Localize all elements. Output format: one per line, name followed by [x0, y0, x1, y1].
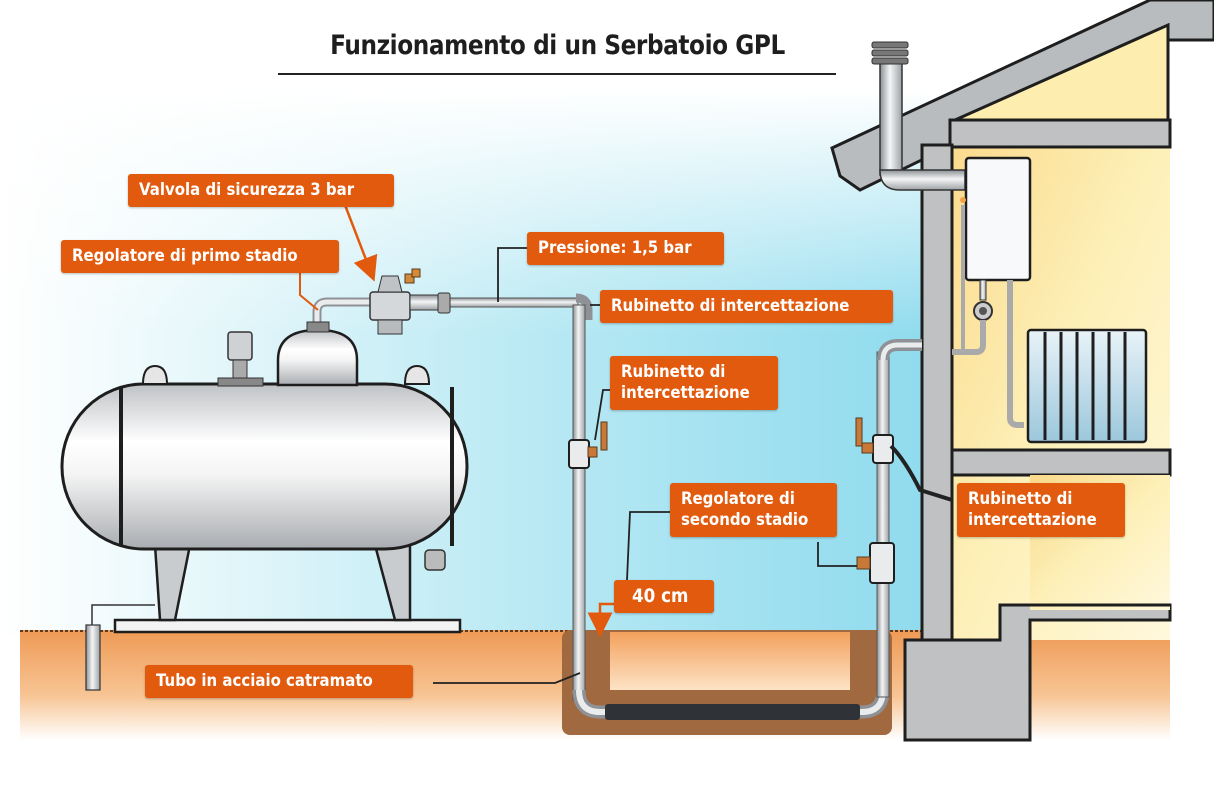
chimney-flue: [871, 41, 966, 191]
tank-dome: [276, 328, 359, 387]
page-title: Funzionamento di un Serbatoio GPL: [330, 30, 785, 61]
leader-lines: [299, 204, 953, 684]
label-safety-valve: Valvola di sicurezza 3 bar: [128, 174, 395, 207]
label-shutoff-valve-house: Rubinetto di intercettazione: [957, 483, 1126, 537]
title-underline: [278, 73, 836, 75]
label-pressure: Pressione: 1,5 bar: [527, 232, 724, 265]
safety-valve: [404, 268, 421, 284]
label-first-stage-regulator: Regolatore di primo stadio: [61, 240, 340, 273]
label-second-stage-regulator: Regolatore di secondo stadio: [670, 483, 837, 537]
gas-pipeline: [312, 293, 960, 720]
shutoff-valve-outdoor: [568, 421, 608, 469]
lpg-tank: [60, 321, 469, 691]
boiler: [955, 156, 1032, 428]
label-pipe: Tubo in acciaio catramato: [145, 665, 414, 698]
radiator: [1026, 328, 1148, 444]
first-stage-regulator: [369, 275, 451, 335]
tarred-pipe-section: [605, 704, 860, 720]
label-depth: 40 cm: [614, 580, 715, 613]
house: [830, 0, 1214, 742]
second-stage-regulator: [856, 542, 895, 584]
label-shutoff-valve-mid: Rubinetto di intercettazione: [610, 356, 779, 410]
label-shutoff-valve-top: Rubinetto di intercettazione: [600, 290, 893, 323]
